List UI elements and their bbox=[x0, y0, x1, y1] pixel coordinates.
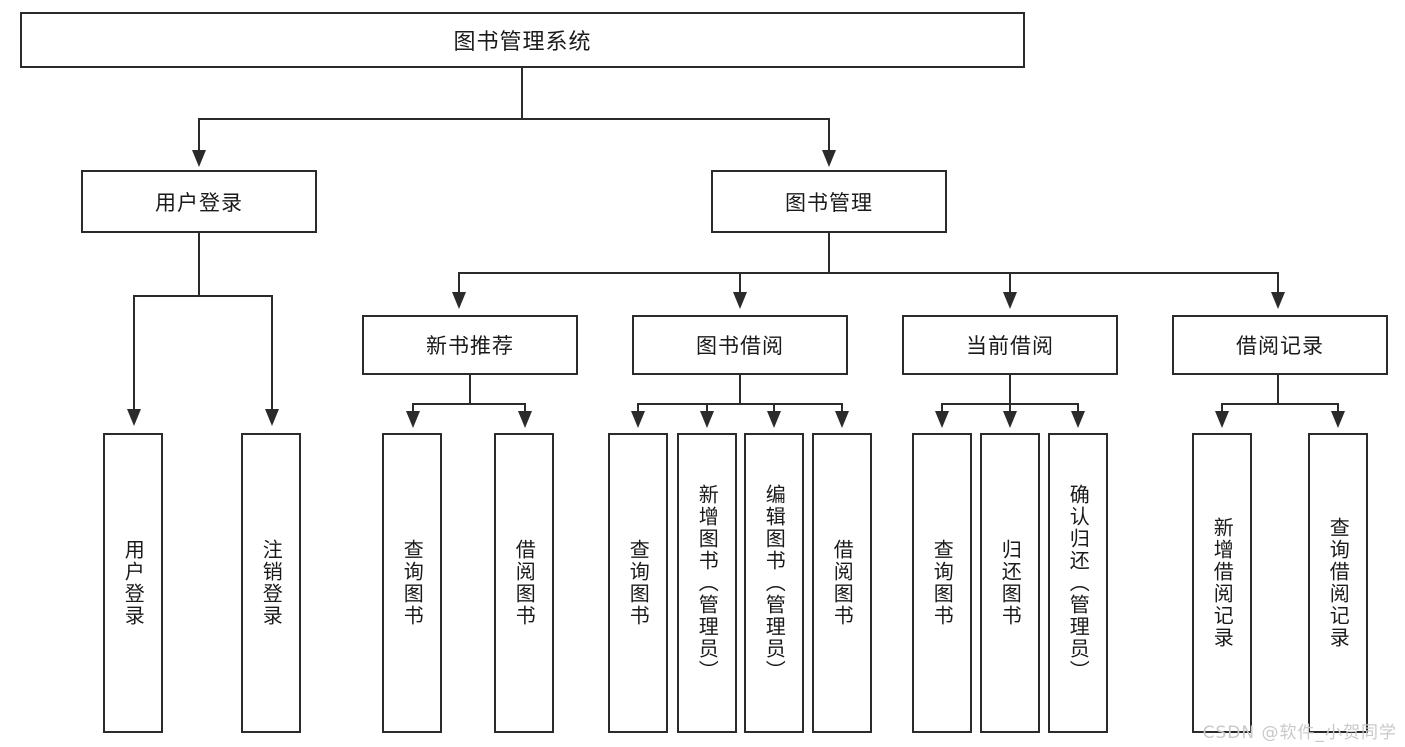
connector-br-to-leaf-2 bbox=[1337, 403, 1339, 413]
node-library-management-system[interactable]: 图书管理系统 bbox=[20, 12, 1025, 68]
leaf-label: 查询图书 bbox=[930, 539, 955, 627]
leaf-label: 查询图书 bbox=[626, 539, 651, 627]
arrow-bb-to-leaf-1 bbox=[631, 411, 645, 428]
connector-br-to-leaf-1 bbox=[1221, 403, 1223, 413]
connector-bb-to-leaf-4 bbox=[841, 403, 843, 413]
leaf-logout[interactable]: 注销登录 bbox=[241, 433, 301, 733]
node-label: 借阅记录 bbox=[1236, 334, 1324, 358]
leaf-record-query-borrow-record[interactable]: 查询借阅记录 bbox=[1308, 433, 1368, 733]
connector-bm-to-new-book bbox=[458, 272, 460, 294]
node-book-borrow[interactable]: 图书借阅 bbox=[632, 315, 848, 375]
leaf-borrow-query-book[interactable]: 查询图书 bbox=[608, 433, 668, 733]
leaf-user-login[interactable]: 用户登录 bbox=[103, 433, 163, 733]
arrow-bm-to-borrow-record bbox=[1271, 292, 1285, 309]
connector-root-to-book-management bbox=[828, 118, 830, 152]
connector-bb-to-leaf-1 bbox=[637, 403, 639, 413]
node-label: 新书推荐 bbox=[426, 334, 514, 358]
connector-book-borrow-bar bbox=[637, 403, 843, 405]
arrow-new-book-to-leaf-1 bbox=[406, 411, 420, 428]
arrow-cb-to-leaf-2 bbox=[1003, 411, 1017, 428]
leaf-label: 查询借阅记录 bbox=[1326, 517, 1351, 649]
leaf-label: 新增图书（管理员） bbox=[695, 484, 720, 682]
connector-user-login-trunk bbox=[198, 233, 200, 297]
leaf-label: 新增借阅记录 bbox=[1210, 517, 1235, 649]
connector-new-book-trunk bbox=[469, 375, 471, 405]
leaf-label: 用户登录 bbox=[121, 539, 146, 627]
arrow-br-to-leaf-1 bbox=[1215, 411, 1229, 428]
leaf-borrow-edit-book-admin[interactable]: 编辑图书（管理员） bbox=[744, 433, 804, 733]
leaf-label: 查询图书 bbox=[400, 539, 425, 627]
leaf-current-return-book[interactable]: 归还图书 bbox=[980, 433, 1040, 733]
node-borrow-record[interactable]: 借阅记录 bbox=[1172, 315, 1388, 375]
node-label: 用户登录 bbox=[155, 190, 243, 215]
connector-user-login-to-leaf-2 bbox=[271, 295, 273, 411]
watermark: CSDN @软件_小贺同学 bbox=[1202, 723, 1397, 743]
node-label: 图书管理系统 bbox=[453, 30, 592, 55]
connector-book-borrow-trunk bbox=[739, 375, 741, 405]
arrow-cb-to-leaf-1 bbox=[935, 411, 949, 428]
connector-root-bar bbox=[198, 118, 830, 120]
arrow-root-to-book-management bbox=[822, 150, 836, 167]
connector-cb-to-leaf-3 bbox=[1077, 403, 1079, 413]
arrow-bb-to-leaf-4 bbox=[835, 411, 849, 428]
leaf-label: 归还图书 bbox=[998, 539, 1023, 627]
arrow-br-to-leaf-2 bbox=[1331, 411, 1345, 428]
arrow-user-login-to-leaf-2 bbox=[265, 409, 279, 426]
leaf-borrow-add-book-admin[interactable]: 新增图书（管理员） bbox=[677, 433, 737, 733]
arrow-bm-to-book-borrow bbox=[733, 292, 747, 309]
connector-bm-to-borrow-record bbox=[1277, 272, 1279, 294]
leaf-record-add-borrow-record[interactable]: 新增借阅记录 bbox=[1192, 433, 1252, 733]
node-label: 图书借阅 bbox=[696, 334, 784, 358]
connector-current-borrow-trunk bbox=[1009, 375, 1011, 405]
connector-bb-to-leaf-3 bbox=[773, 403, 775, 413]
arrow-bm-to-new-book bbox=[452, 292, 466, 309]
leaf-label: 借阅图书 bbox=[830, 539, 855, 627]
connector-borrow-record-bar bbox=[1221, 403, 1339, 405]
arrow-root-to-user-login bbox=[192, 150, 206, 167]
connector-cb-to-leaf-2 bbox=[1009, 403, 1011, 413]
arrow-bb-to-leaf-3 bbox=[767, 411, 781, 428]
connector-user-login-to-leaf-1 bbox=[133, 295, 135, 411]
connector-bm-to-book-borrow bbox=[739, 272, 741, 294]
leaf-current-confirm-return-admin[interactable]: 确认归还（管理员） bbox=[1048, 433, 1108, 733]
connector-new-book-to-leaf-2 bbox=[524, 403, 526, 413]
connector-bm-to-current-borrow bbox=[1009, 272, 1011, 294]
node-new-book-recommend[interactable]: 新书推荐 bbox=[362, 315, 578, 375]
node-label: 当前借阅 bbox=[966, 334, 1054, 358]
connector-root-to-user-login bbox=[198, 118, 200, 152]
node-label: 图书管理 bbox=[785, 190, 873, 215]
arrow-user-login-to-leaf-1 bbox=[127, 409, 141, 426]
arrow-new-book-to-leaf-2 bbox=[518, 411, 532, 428]
connector-book-management-trunk bbox=[828, 233, 830, 274]
leaf-new-book-borrow-book[interactable]: 借阅图书 bbox=[494, 433, 554, 733]
arrow-bb-to-leaf-2 bbox=[700, 411, 714, 428]
connector-user-login-bar bbox=[133, 295, 273, 297]
leaf-label: 借阅图书 bbox=[512, 539, 537, 627]
node-book-management[interactable]: 图书管理 bbox=[711, 170, 947, 233]
leaf-new-book-query-book[interactable]: 查询图书 bbox=[382, 433, 442, 733]
arrow-bm-to-current-borrow bbox=[1003, 292, 1017, 309]
leaf-borrow-borrow-book[interactable]: 借阅图书 bbox=[812, 433, 872, 733]
leaf-label: 编辑图书（管理员） bbox=[762, 484, 787, 682]
connector-borrow-record-trunk bbox=[1277, 375, 1279, 405]
connector-new-book-to-leaf-1 bbox=[412, 403, 414, 413]
connector-bb-to-leaf-2 bbox=[706, 403, 708, 413]
connector-new-book-bar bbox=[412, 403, 526, 405]
connector-cb-to-leaf-1 bbox=[941, 403, 943, 413]
node-current-borrow[interactable]: 当前借阅 bbox=[902, 315, 1118, 375]
leaf-label: 确认归还（管理员） bbox=[1066, 484, 1091, 682]
connector-root-trunk bbox=[521, 68, 523, 120]
leaf-label: 注销登录 bbox=[259, 539, 284, 627]
arrow-cb-to-leaf-3 bbox=[1071, 411, 1085, 428]
connector-book-management-bar bbox=[458, 272, 1279, 274]
leaf-current-query-book[interactable]: 查询图书 bbox=[912, 433, 972, 733]
node-user-login[interactable]: 用户登录 bbox=[81, 170, 317, 233]
